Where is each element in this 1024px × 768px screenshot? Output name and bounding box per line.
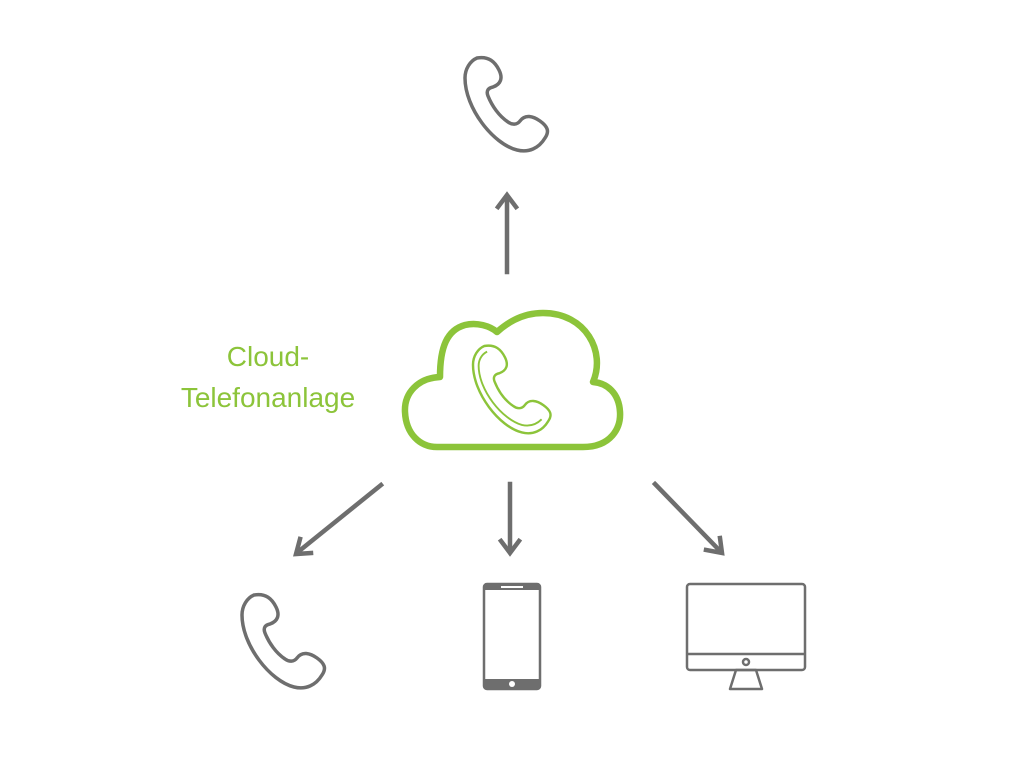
desk-phone-icon [240,592,327,690]
arrow-to-desk-phone [293,481,385,557]
top-phone-icon [463,55,550,153]
arrow-to-computer [651,480,725,556]
arrow-to-smartphone [497,481,523,557]
smartphone-icon [482,582,542,691]
cloud-phone-icon [401,309,624,451]
cloud-pbx-label-line-1: Cloud- [226,341,310,372]
desktop-monitor-icon [685,582,807,691]
cloud-pbx-label-line-2: Telefonanlage [180,382,356,413]
cloud-pbx-label: Cloud- Telefonanlage [148,336,388,418]
arrow-to-top-phone [494,191,520,275]
